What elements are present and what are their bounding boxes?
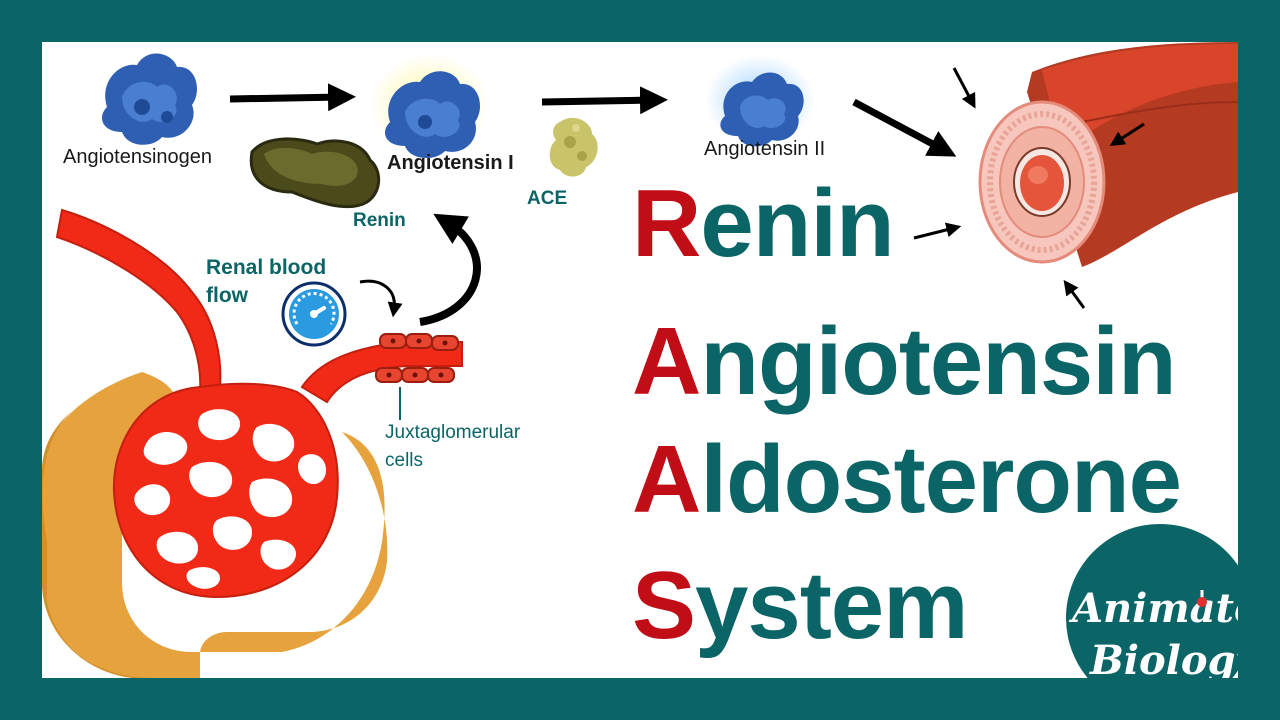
logo-line2: Biology (1089, 637, 1238, 678)
label-renin: Renin (353, 210, 406, 231)
label-juxtaglomerular-line2: cells (385, 450, 424, 471)
label-angiotensin-i: Angiotensin I (387, 152, 514, 174)
title-initial: A (632, 308, 701, 415)
title-rest: ldosterone (700, 426, 1182, 533)
logo-line1: Animated (1068, 585, 1238, 632)
ace-molecule (549, 117, 598, 177)
arrow-angiotensin-i-to-angiotensin-ii (541, 86, 668, 115)
title-initial: R (632, 170, 701, 277)
title-initial: S (632, 552, 696, 659)
angiotensinogen-molecule (102, 53, 197, 145)
label-renal-blood-flow-line2: flow (206, 284, 248, 307)
title-word-aldosterone: Aldosterone (632, 432, 1182, 528)
arrow-angiotensin-ii-to-vessel (852, 98, 957, 157)
blood-vessel (978, 42, 1238, 267)
label-ace: ACE (527, 188, 568, 209)
title-word-renin: Renin (632, 176, 895, 272)
title-word-angiotensin: Angiotensin (632, 314, 1177, 410)
diagram-panel: Animated Biology Angiotensinogen Angiote… (42, 42, 1238, 678)
angiotensin-i-molecule (370, 54, 490, 159)
diagram-artwork: Animated Biology (42, 42, 1238, 678)
arrow-vessel-right (1109, 122, 1145, 147)
animated-biology-logo: Animated Biology (1066, 524, 1238, 678)
title-rest: ngiotensin (700, 308, 1176, 415)
title-rest: ystem (695, 552, 968, 659)
arrow-vessel-bottom (1063, 279, 1086, 309)
arrow-vessel-top (952, 67, 976, 109)
title-rest: enin (700, 170, 894, 277)
title-word-system: System (632, 558, 969, 654)
label-juxtaglomerular-line1: Juxtaglomerular (385, 422, 521, 443)
arrow-angiotensinogen-to-angiotensin-i (229, 83, 356, 112)
label-angiotensin-ii: Angiotensin II (704, 138, 826, 160)
angiotensin-ii-molecule (705, 55, 815, 147)
label-angiotensinogen: Angiotensinogen (63, 146, 213, 168)
renin-molecule-highlight (264, 147, 358, 186)
efferent-arteriole (300, 341, 463, 404)
afferent-arteriole (55, 208, 222, 394)
juxtaglomerular-cells (375, 333, 459, 383)
glomerulus-capillary-holes (134, 409, 326, 589)
label-renal-blood-flow-line1: Renal blood (206, 256, 327, 279)
arrow-vessel-left (913, 222, 962, 240)
title-initial: A (632, 426, 701, 533)
curved-arrow-renin-release (419, 213, 481, 326)
pressure-gauge-icon (281, 281, 347, 347)
curved-arrow-flow-to-cells (359, 279, 403, 318)
